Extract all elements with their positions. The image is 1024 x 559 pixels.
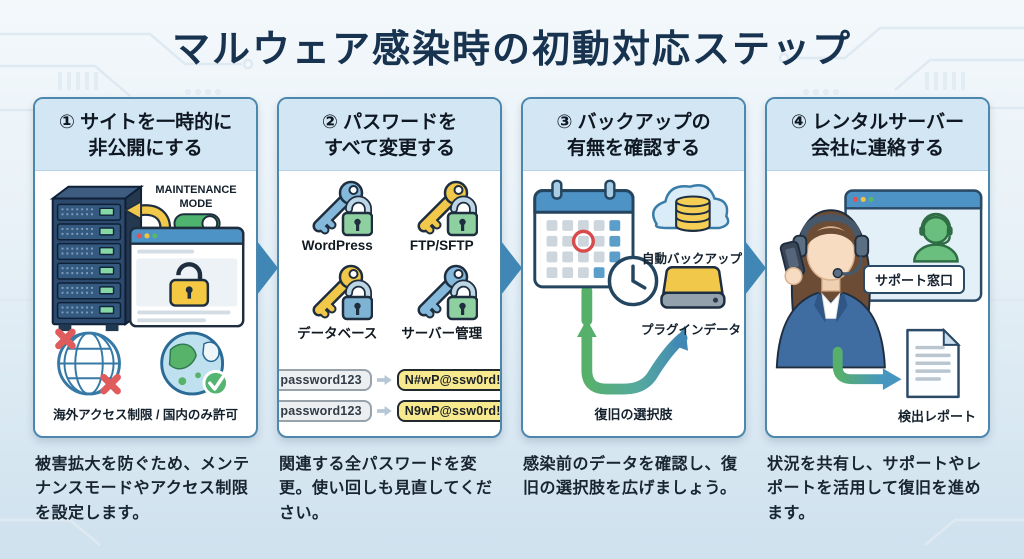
key-lock-icon [300, 263, 374, 321]
next-step-arrow-icon [745, 97, 766, 438]
globe-japan-allowed-icon [160, 331, 229, 397]
access-restriction-label: 海外アクセス制限 / 国内のみ許可 [53, 408, 238, 422]
next-step-arrow-icon [501, 97, 522, 438]
step-column-3: ③ バックアップの 有無を確認する [521, 97, 746, 502]
old-password-chip: password123 [279, 400, 372, 422]
step-card-3: ③ バックアップの 有無を確認する [521, 97, 746, 438]
support-contact-illustration [775, 189, 983, 399]
support-agent-icon [913, 212, 959, 263]
arrow-right-icon [376, 374, 392, 386]
step-1-illustration-area: MAINTENANCE MODE 海外アクセス制限 / 国内のみ許可 [35, 171, 256, 436]
plugin-data-label: プラグインデータ [640, 323, 741, 337]
step-card-1: ① サイトを一時的に 非公開にする [33, 97, 258, 438]
step-column-1: ① サイトを一時的に 非公開にする [33, 97, 258, 526]
step-1-heading: ① サイトを一時的に 非公開にする [35, 99, 256, 171]
step-column-4: ④ レンタルサーバー 会社に連絡する [765, 97, 990, 526]
hard-drive-icon [660, 266, 726, 309]
server-maintenance-illustration [49, 184, 245, 397]
key-lock-icon [405, 263, 479, 321]
key-label: WordPress [301, 238, 373, 253]
auto-backup-label: 自動バックアップ [641, 252, 742, 266]
report-arrow-icon [832, 346, 902, 391]
key-item-database: データベース [285, 263, 390, 342]
key-item-wordpress: WordPress [285, 179, 390, 253]
steps-row: ① サイトを一時的に 非公開にする [33, 97, 990, 526]
calendar-icon [533, 179, 635, 289]
cloud-database-icon [651, 184, 730, 232]
step-4-heading: ④ レンタルサーバー 会社に連絡する [767, 99, 988, 171]
step-2-heading: ② パスワードを すべて変更する [279, 99, 500, 171]
recovery-options-label: 復旧の選択肢 [594, 407, 673, 422]
arrow-right-icon [376, 405, 392, 417]
password-row: password123 N9wP@ssw0rd! [279, 400, 500, 422]
step-column-2: ② パスワードを すべて変更する WordPress FTP/SFTP データベ… [277, 97, 502, 526]
clock-icon [607, 255, 659, 307]
key-item-server-admin: サーバー管理 [390, 263, 495, 342]
step-4-caption: 状況を共有し、サポートやレポートを活用して復旧を進めます。 [767, 456, 982, 522]
step-card-2: ② パスワードを すべて変更する WordPress FTP/SFTP データベ… [277, 97, 502, 438]
step-3-caption: 感染前のデータを確認し、復旧の選択肢を広げましょう。 [523, 456, 738, 498]
old-password-chip: password123 [279, 369, 372, 391]
step-3-heading: ③ バックアップの 有無を確認する [523, 99, 744, 171]
new-password-chip: N9wP@ssw0rd! [396, 400, 500, 422]
browser-lock-icon [129, 226, 245, 328]
key-lock-icon [300, 179, 374, 237]
maintenance-mode-label: MAINTENANCE MODE [155, 184, 237, 210]
step-2-caption: 関連する全パスワードを変更。使い回しも見直してください。 [279, 456, 493, 522]
recovery-branch-arrows-icon [577, 285, 689, 395]
step-3-illustration-area: 自動バックアップ プラグインデータ 復旧の選択肢 [523, 171, 744, 436]
key-item-ftp: FTP/SFTP [390, 179, 495, 253]
password-keys-grid: WordPress FTP/SFTP データベース サーバー管理 [285, 179, 494, 342]
page-title: マルウェア感染時の初動対応ステップ [171, 29, 852, 71]
support-operator-illustration [775, 209, 886, 369]
document-report-icon [906, 327, 961, 399]
detection-report-label: 検出レポート [897, 409, 976, 424]
support-desk-label: サポート窓口 [863, 265, 966, 294]
key-lock-icon [405, 179, 479, 237]
step-4-illustration-area: サポート窓口 検出レポート [767, 171, 988, 436]
password-row: password123 N#wP@ssw0rd! [279, 369, 500, 391]
key-label: データベース [297, 326, 378, 341]
new-password-chip: N#wP@ssw0rd! [396, 369, 500, 391]
key-label: サーバー管理 [401, 326, 483, 341]
password-change-rows: password123 N#wP@ssw0rd! password123 N9w… [279, 369, 500, 422]
backup-check-illustration [533, 179, 730, 395]
step-card-4: ④ レンタルサーバー 会社に連絡する [765, 97, 990, 438]
key-label: FTP/SFTP [409, 238, 474, 253]
step-2-illustration-area: WordPress FTP/SFTP データベース サーバー管理 [279, 171, 500, 436]
globe-blocked-icon [55, 328, 121, 396]
next-step-arrow-icon [257, 97, 278, 438]
step-1-caption: 被害拡大を防ぐため、メンテナンスモードやアクセス制限を設定します。 [35, 456, 250, 522]
